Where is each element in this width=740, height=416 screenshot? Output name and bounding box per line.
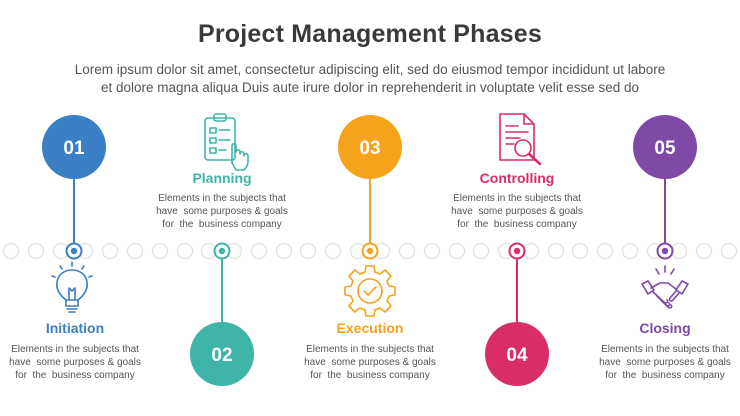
gear-check-icon: [344, 265, 396, 317]
phase-04: 04: [485, 242, 549, 386]
phase-05-label: Closing: [639, 320, 691, 336]
phase-05-description: Elements in the subjects that have some …: [599, 344, 731, 381]
phase-05-number: 05: [654, 138, 676, 159]
phase-03-number: 03: [359, 138, 380, 159]
subtitle-line-1: Lorem ipsum dolor sit amet, consectetur …: [74, 62, 666, 77]
phase-01: 01: [42, 115, 106, 260]
page-title: Project Management Phases: [197, 20, 542, 48]
phase-01-number: 01: [63, 138, 85, 159]
lightbulb-icon: [51, 261, 93, 313]
phase-05: 05: [633, 115, 697, 260]
phase-03-badge: [338, 115, 402, 179]
phase-01-badge: [42, 115, 106, 179]
phase-04-label: Controlling: [479, 170, 555, 186]
phase-02-label: Planning: [192, 170, 252, 186]
phase-02: 02: [190, 242, 254, 386]
phase-03-label: Execution: [336, 320, 404, 336]
phase-01-label: Initiation: [45, 320, 105, 336]
phase-02-number: 02: [211, 345, 232, 366]
phase-04-number: 04: [506, 345, 528, 366]
phase-04-description: Elements in the subjects that have some …: [451, 193, 583, 230]
subtitle-line-2: et dolore magna aliqua Duis aute irure d…: [100, 80, 640, 95]
phase-01-description: Elements in the subjects that have some …: [9, 344, 141, 381]
phase-03: 03: [338, 115, 402, 260]
phase-03-description: Elements in the subjects that have some …: [304, 344, 436, 381]
phase-04-badge: [485, 322, 549, 386]
phase-05-badge: [633, 115, 697, 179]
subtitle: Lorem ipsum dolor sit amet, consectetur …: [20, 61, 720, 97]
phase-02-description: Elements in the subjects that have some …: [156, 193, 288, 230]
clipboard-hand-icon: [204, 113, 249, 171]
handshake-icon: [641, 265, 689, 309]
phase-02-badge: [190, 322, 254, 386]
document-search-icon: [499, 113, 542, 166]
timeline-track: [2, 242, 738, 260]
